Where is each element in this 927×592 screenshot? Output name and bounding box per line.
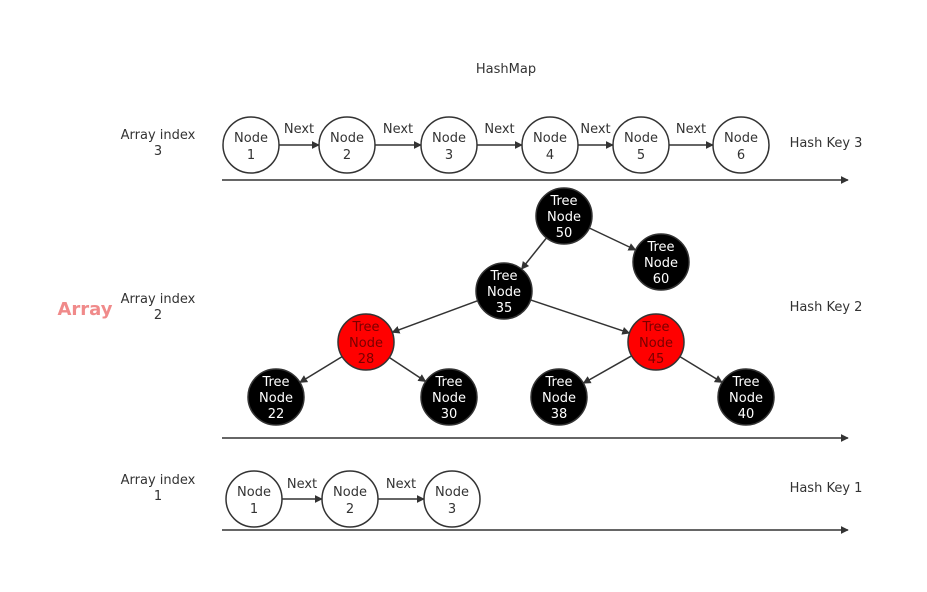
black-tree-node-circle <box>420 368 478 426</box>
tree-node-value: 38 <box>551 407 568 422</box>
list-node-circle <box>612 116 670 174</box>
tree-node-value: 45 <box>648 352 665 367</box>
tree-node-line2: Node <box>639 336 673 351</box>
tree-node-line1: Tree <box>489 269 517 284</box>
tree-edge-arrow <box>388 356 427 383</box>
black-tree-node-circle <box>530 368 588 426</box>
edges-layer <box>222 141 849 534</box>
list-node-label: Node <box>234 131 268 146</box>
array-index-value: 1 <box>154 489 162 504</box>
list-node-label: Node <box>724 131 758 146</box>
tree-node-value: 22 <box>268 407 285 422</box>
diagram-title: HashMap <box>476 62 536 77</box>
list-node-value: 2 <box>343 148 351 163</box>
hash-key-label: Hash Key 1 <box>790 481 863 496</box>
list-node-value: 4 <box>546 148 554 163</box>
list-node-label: Node <box>533 131 567 146</box>
tree-node-line2: Node <box>349 336 383 351</box>
list-node-value: 5 <box>637 148 645 163</box>
tree-edge-arrow <box>520 237 548 270</box>
black-tree-node-circle <box>717 368 775 426</box>
list-node-label: Node <box>432 131 466 146</box>
list-node-circle <box>222 116 280 174</box>
tree-node-line1: Tree <box>261 375 289 390</box>
tree-node-line1: Tree <box>731 375 759 390</box>
red-tree-node-circle <box>627 313 685 371</box>
list-node-circle <box>712 116 770 174</box>
tree-node-value: 35 <box>496 301 513 316</box>
list-node-label: Node <box>330 131 364 146</box>
list-node-circle <box>225 470 283 528</box>
tree-node-line1: Tree <box>646 240 674 255</box>
tree-edge-arrow <box>588 227 637 251</box>
black-tree-node-circle <box>475 262 533 320</box>
tree-node-value: 50 <box>556 226 573 241</box>
tree-node-line2: Node <box>487 285 521 300</box>
tree-edge-arrow <box>582 355 633 384</box>
array-index-value: 3 <box>154 144 162 159</box>
array-index-label: Array index <box>121 128 196 143</box>
hash-key-label: Hash Key 3 <box>790 136 863 151</box>
tree-node-line2: Node <box>644 256 678 271</box>
next-link-label: Next <box>386 477 416 492</box>
tree-node-line1: Tree <box>549 194 577 209</box>
tree-node-value: 40 <box>738 407 755 422</box>
list-node-circle <box>420 116 478 174</box>
next-link-label: Next <box>676 122 706 137</box>
tree-node-line1: Tree <box>434 375 462 390</box>
list-node-value: 1 <box>247 148 255 163</box>
list-node-value: 6 <box>737 148 745 163</box>
red-tree-node-circle <box>337 313 395 371</box>
list-node-value: 1 <box>250 502 258 517</box>
list-node-value: 3 <box>445 148 453 163</box>
next-link-label: Next <box>484 122 514 137</box>
nodes-layer <box>222 116 775 528</box>
tree-edge-arrow <box>391 300 478 334</box>
list-node-label: Node <box>237 485 271 500</box>
list-node-label: Node <box>435 485 469 500</box>
tree-node-line2: Node <box>542 391 576 406</box>
array-index-value: 2 <box>154 308 162 323</box>
tree-node-value: 30 <box>441 407 458 422</box>
tree-node-line2: Node <box>547 210 581 225</box>
tree-node-line2: Node <box>729 391 763 406</box>
array-index-label: Array index <box>121 292 196 307</box>
next-link-label: Next <box>580 122 610 137</box>
hash-key-label: Hash Key 2 <box>790 300 863 315</box>
black-tree-node-circle <box>247 368 305 426</box>
list-node-circle <box>321 470 379 528</box>
list-node-circle <box>423 470 481 528</box>
array-index-label: Array index <box>121 473 196 488</box>
tree-node-value: 60 <box>653 272 670 287</box>
tree-edge-arrow <box>530 299 631 335</box>
tree-edge-arrow <box>679 355 723 384</box>
array-label: Array <box>57 299 112 320</box>
list-node-value: 3 <box>448 502 456 517</box>
list-node-label: Node <box>333 485 367 500</box>
next-link-label: Next <box>287 477 317 492</box>
next-link-label: Next <box>284 122 314 137</box>
tree-node-line2: Node <box>432 391 466 406</box>
tree-node-line1: Tree <box>641 320 669 335</box>
tree-node-line1: Tree <box>544 375 572 390</box>
tree-node-value: 28 <box>358 352 375 367</box>
black-tree-node-circle <box>535 187 593 245</box>
list-node-circle <box>521 116 579 174</box>
tree-node-line2: Node <box>259 391 293 406</box>
black-tree-node-circle <box>632 233 690 291</box>
list-node-circle <box>318 116 376 174</box>
tree-edge-arrow <box>299 355 343 384</box>
next-link-label: Next <box>383 122 413 137</box>
list-node-label: Node <box>624 131 658 146</box>
list-node-value: 2 <box>346 502 354 517</box>
tree-node-line1: Tree <box>351 320 379 335</box>
